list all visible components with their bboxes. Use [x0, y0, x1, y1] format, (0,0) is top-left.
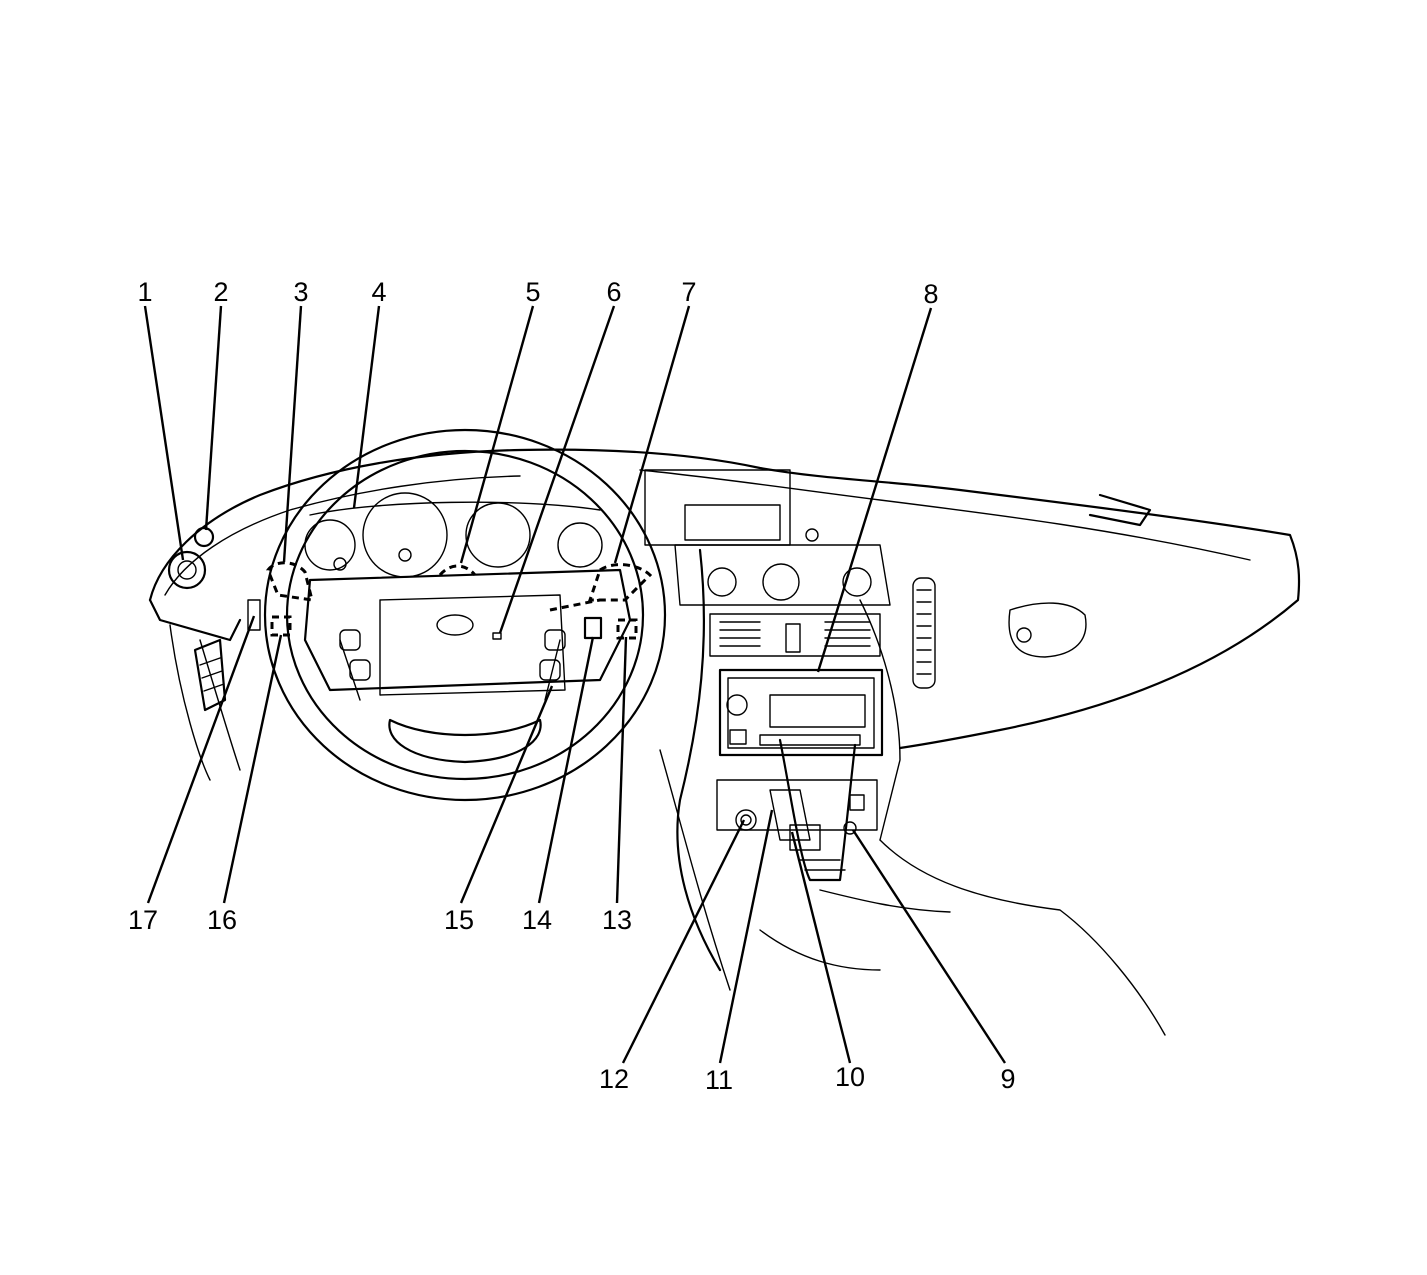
callout-2: 2 — [213, 277, 228, 307]
callout-labels: 1 2 3 4 5 6 7 8 9 10 11 12 13 14 15 16 1… — [128, 277, 1016, 1095]
leader-lines — [143, 305, 1007, 1064]
callout-4: 4 — [371, 277, 386, 307]
callout-10: 10 — [835, 1062, 865, 1092]
callout-15: 15 — [444, 905, 474, 935]
instrument-cluster — [304, 492, 603, 578]
callout-7: 7 — [681, 277, 696, 307]
callout-9: 9 — [1000, 1064, 1015, 1094]
callout-1: 1 — [137, 277, 152, 307]
callout-5: 5 — [525, 277, 540, 307]
dashboard-outline — [148, 448, 1301, 1036]
hidden-component-outlines — [266, 561, 653, 640]
callout-14: 14 — [522, 905, 552, 935]
callout-17: 17 — [128, 905, 158, 935]
center-stack — [644, 469, 936, 882]
callout-12: 12 — [599, 1064, 629, 1094]
steering-wheel — [263, 428, 667, 802]
callout-8: 8 — [923, 279, 938, 309]
callout-6: 6 — [606, 277, 621, 307]
callout-13: 13 — [602, 905, 632, 935]
callout-3: 3 — [293, 277, 308, 307]
callout-16: 16 — [207, 905, 237, 935]
callout-11: 11 — [705, 1065, 733, 1095]
glove-box — [1008, 602, 1087, 658]
left-side-panel — [167, 526, 261, 712]
